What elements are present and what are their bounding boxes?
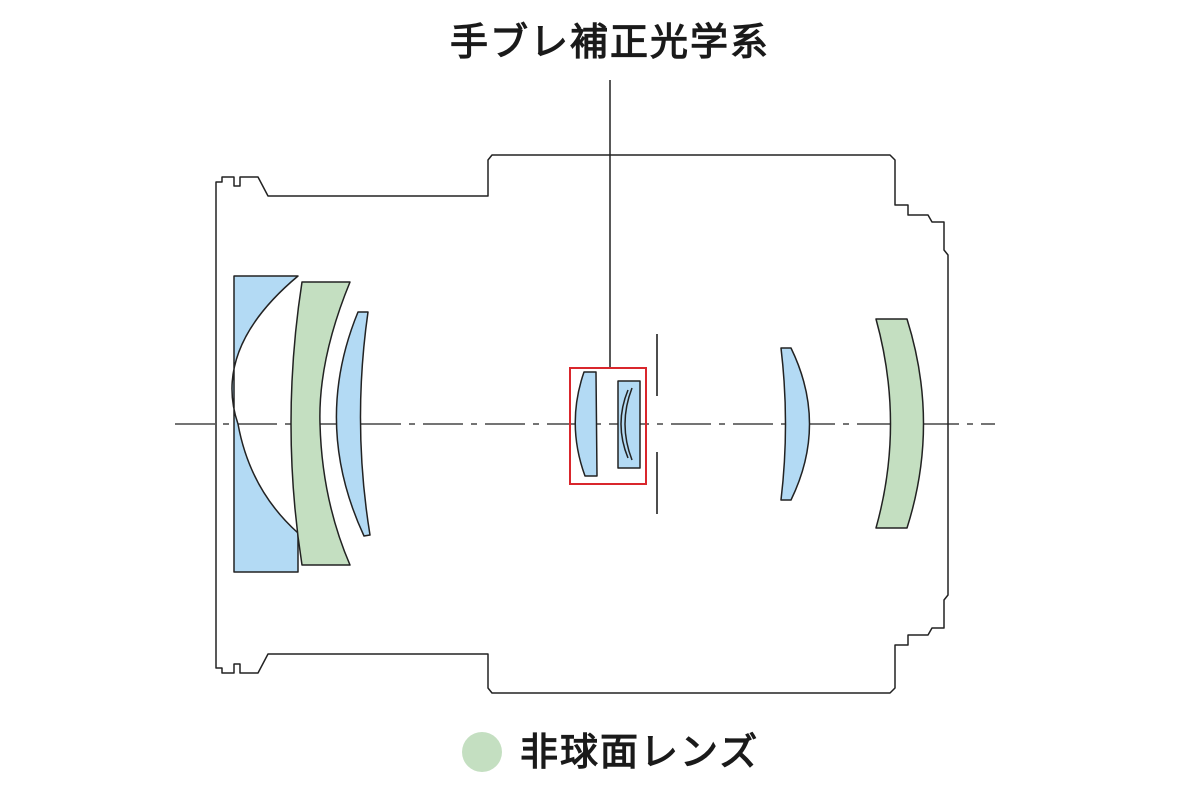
- aspherical-legend-swatch: [462, 732, 502, 772]
- legend: 非球面レンズ: [462, 727, 759, 777]
- legend-label: 非球面レンズ: [520, 730, 760, 774]
- is-lens-inner-surface: [620, 389, 629, 459]
- lens-barrel-outline: [215, 154, 949, 694]
- lens-element-1: [231, 275, 299, 573]
- is-lens-element-a: [574, 371, 598, 477]
- lens-element-3: [335, 311, 371, 537]
- lens-element-4: [780, 347, 811, 501]
- is-lens-element-c: [624, 387, 633, 461]
- image-stabilizer-box: [569, 367, 647, 485]
- diagram-title: 手ブレ補正光学系: [449, 20, 770, 64]
- lens-element-5-aspherical: [875, 318, 925, 529]
- lens-element-2-aspherical: [290, 281, 351, 566]
